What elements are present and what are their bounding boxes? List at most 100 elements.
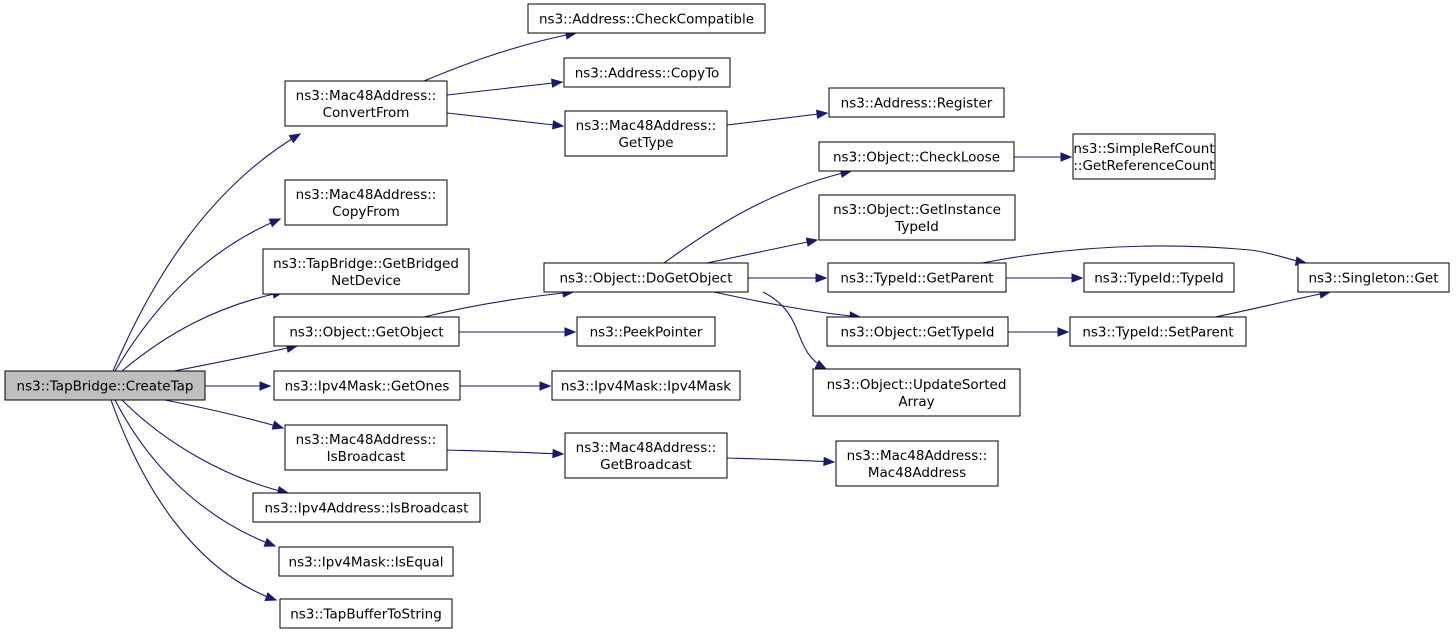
node-box — [278, 546, 454, 577]
node-box — [1297, 262, 1450, 293]
node-convertfrom[interactable]: ns3::Mac48Address::ConvertFrom — [284, 80, 448, 127]
node-label: ::GetReferenceCount — [1073, 158, 1214, 174]
edge-setparent-to-singleton — [1214, 289, 1332, 318]
edge-getobject-to-peekpointer — [459, 327, 577, 337]
node-getrefcount[interactable]: ns3::SimpleRefCount::GetReferenceCount — [1072, 133, 1216, 180]
node-label: ns3::Mac48Address:: — [576, 118, 717, 134]
node-label: ns3::Mac48Address:: — [296, 432, 437, 448]
node-label: ns3::TypeId::SetParent — [1082, 325, 1233, 341]
node-checkcompat[interactable]: ns3::Address::CheckCompatible — [527, 3, 766, 34]
node-label: ns3::Object::DoGetObject — [559, 271, 732, 287]
node-box — [564, 432, 728, 479]
node-label: ns3::Address::Register — [841, 96, 993, 112]
node-isbroadcast_mac[interactable]: ns3::Mac48Address::IsBroadcast — [284, 424, 448, 471]
node-singleton[interactable]: ns3::Singleton::Get — [1297, 262, 1450, 293]
arrowhead — [814, 359, 828, 370]
node-box — [827, 262, 1007, 293]
arrowhead — [823, 456, 836, 467]
node-typeidctor[interactable]: ns3::TypeId::TypeId — [1083, 262, 1235, 293]
node-label: ns3::Address::CopyTo — [575, 66, 720, 82]
edge-dogetobject-to-getinstance — [706, 237, 819, 264]
node-dogetobject[interactable]: ns3::Object::DoGetObject — [543, 262, 749, 293]
edge-line — [173, 345, 298, 372]
node-label: ns3::TapBufferToString — [290, 607, 442, 623]
node-isbroadcast_ipv4[interactable]: ns3::Ipv4Address::IsBroadcast — [252, 492, 481, 523]
node-box — [284, 80, 448, 127]
node-ipv4mask[interactable]: ns3::Ipv4Mask::Ipv4Mask — [551, 370, 741, 401]
node-label: Array — [898, 394, 934, 410]
node-register[interactable]: ns3::Address::Register — [828, 87, 1005, 118]
edge-line — [981, 245, 1307, 264]
node-getbroadcast[interactable]: ns3::Mac48Address::GetBroadcast — [564, 432, 728, 479]
edge-line — [446, 81, 563, 96]
node-peekpointer[interactable]: ns3::PeekPointer — [576, 316, 716, 347]
edge-dogetobject-to-getparent — [748, 273, 828, 283]
edge-line — [114, 399, 276, 547]
node-mac48ctor[interactable]: ns3::Mac48Address::Mac48Address — [835, 440, 999, 487]
node-copyto[interactable]: ns3::Address::CopyTo — [563, 57, 731, 88]
node-label: ns3::Mac48Address:: — [296, 187, 437, 203]
edge-checkloose-to-getrefcount — [1014, 152, 1073, 162]
node-box — [563, 57, 731, 88]
edge-createtap-to-getones — [205, 381, 272, 391]
node-box — [1083, 262, 1235, 293]
arrowhead — [564, 327, 577, 337]
node-label: GetType — [618, 135, 673, 151]
node-label: Mac48Address — [868, 465, 966, 481]
edge-convertfrom-to-copyto — [446, 78, 564, 96]
node-getobject[interactable]: ns3::Object::GetObject — [273, 316, 460, 347]
edge-line — [762, 291, 827, 370]
edge-line — [164, 399, 284, 429]
edge-line — [1214, 291, 1331, 318]
node-label: ns3::TypeId::TypeId — [1094, 271, 1224, 287]
edge-isbroadcast_mac-to-getbroadcast — [446, 448, 565, 459]
node-label: TypeId — [894, 219, 939, 235]
edge-dogetobject-to-gettypeid — [713, 291, 862, 321]
node-label: CopyFrom — [332, 204, 400, 220]
node-box — [284, 424, 448, 471]
edge-line — [423, 291, 574, 318]
node-label: ns3::TapBridge::GetBridged — [273, 256, 459, 272]
node-setparent[interactable]: ns3::TypeId::SetParent — [1069, 316, 1247, 347]
node-box — [835, 440, 999, 487]
node-label: IsBroadcast — [327, 449, 406, 465]
node-createtap[interactable]: ns3::TapBridge::CreateTap — [4, 370, 206, 401]
edge-line — [446, 449, 564, 455]
node-isequal[interactable]: ns3::Ipv4Mask::IsEqual — [278, 546, 454, 577]
node-box — [826, 316, 1009, 347]
node-label: ns3::Mac48Address:: — [847, 448, 988, 464]
node-getparent[interactable]: ns3::TypeId::GetParent — [827, 262, 1007, 293]
edge-line — [110, 399, 277, 601]
node-box — [551, 370, 741, 401]
node-box — [543, 262, 749, 293]
arrowhead — [805, 237, 819, 247]
edge-createtap-to-isbroadcast_mac — [164, 399, 285, 430]
node-label: ns3::Object::GetInstance — [833, 202, 1001, 218]
node-tapbuffer[interactable]: ns3::TapBufferToString — [279, 598, 453, 629]
node-getones[interactable]: ns3::Ipv4Mask::GetOnes — [273, 370, 461, 401]
node-checkloose[interactable]: ns3::Object::CheckLoose — [818, 141, 1015, 172]
edge-convertfrom-to-checkcompat — [423, 30, 578, 82]
node-box — [812, 368, 1021, 417]
node-copyfrom[interactable]: ns3::Mac48Address::CopyFrom — [284, 179, 448, 226]
node-gettype[interactable]: ns3::Mac48Address::GetType — [564, 110, 728, 157]
node-box — [279, 598, 453, 629]
node-label: ns3::Mac48Address:: — [576, 440, 717, 456]
arrowhead — [815, 109, 829, 120]
node-label: ns3::Object::UpdateSorted — [827, 377, 1007, 393]
node-label: ns3::Object::GetObject — [289, 325, 443, 341]
node-box — [4, 370, 206, 401]
node-box — [564, 110, 728, 157]
node-label: ns3::Object::CheckLoose — [833, 150, 1000, 166]
edge-createtap-to-convertfrom — [112, 133, 302, 372]
edge-getones-to-ipv4mask — [460, 381, 552, 391]
node-box — [284, 179, 448, 226]
arrowhead — [552, 448, 565, 459]
node-gettypeid[interactable]: ns3::Object::GetTypeId — [826, 316, 1009, 347]
node-box — [828, 87, 1005, 118]
arrowhead — [1060, 152, 1073, 162]
arrowhead — [815, 273, 828, 283]
